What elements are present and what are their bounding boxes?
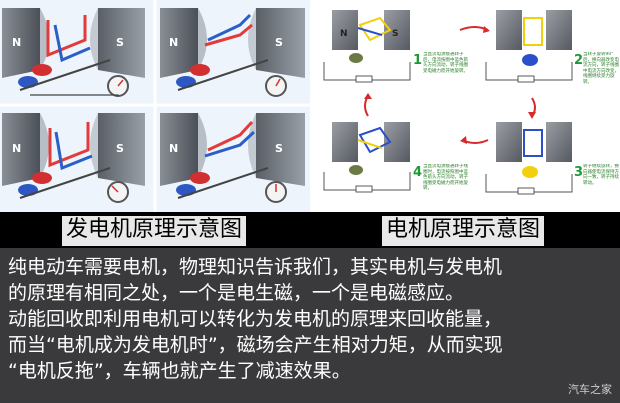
south-pole-label: S bbox=[275, 36, 283, 49]
slip-ring bbox=[190, 172, 210, 184]
north-magnet bbox=[332, 122, 358, 162]
coil bbox=[46, 15, 87, 58]
step-number: 1 bbox=[413, 53, 422, 68]
battery bbox=[517, 75, 535, 83]
north-pole-label: N bbox=[12, 142, 21, 155]
north-pole-label: N bbox=[340, 29, 348, 39]
generator-figure-4: N S bbox=[160, 113, 305, 203]
north-pole-label: N bbox=[169, 36, 178, 49]
coil bbox=[207, 120, 254, 152]
coil bbox=[358, 126, 392, 154]
step-description: 当直流电源接通转子线圈时，电流按照图中蓝色箭头方向流动，转子线圈受电磁力而开始旋… bbox=[423, 164, 468, 191]
south-magnet bbox=[256, 113, 305, 186]
motor-step-2: 2 当转子旋转90°后，换向器改变电流方向，转子线圈中电流方向改变，线圈继续受力… bbox=[485, 10, 619, 85]
north-magnet bbox=[332, 10, 358, 50]
north-magnet bbox=[160, 113, 198, 186]
coil bbox=[358, 16, 392, 42]
south-magnet bbox=[256, 8, 305, 78]
battery bbox=[355, 185, 373, 193]
motor-step-3: 3 转子继续旋转，换向器使电流保持方向一致，转子持续转动。 bbox=[485, 122, 619, 195]
cycle-arrows bbox=[364, 26, 536, 144]
explanation-text: 纯电动车需要电机，物理知识告诉我们，其实电机与发电机 的原理有相同之处，一个是电… bbox=[8, 254, 616, 384]
battery bbox=[517, 187, 535, 195]
motor-diagram-panel: N S 1 当直流电源接通转子后，电流按图中蓝色箭头方向流动，转子线圈受电磁力而… bbox=[310, 0, 620, 212]
generator-figure-1: N S bbox=[2, 8, 145, 97]
generator-diagram: N S N S bbox=[0, 0, 310, 212]
generator-caption: 发电机原理示意图 bbox=[62, 216, 247, 246]
slip-ring bbox=[32, 172, 52, 184]
north-pole-label: N bbox=[169, 142, 178, 155]
watermark: 汽车之家 bbox=[568, 383, 612, 396]
north-magnet bbox=[496, 122, 522, 162]
step-number: 2 bbox=[574, 53, 583, 68]
commutator bbox=[349, 53, 363, 63]
step-description: 当直流电源接通转子后，电流按图中蓝色箭头方向流动，转子线圈受电磁力而开始旋转。 bbox=[423, 52, 468, 74]
text-line: “电机反拖”，车辆也就产生了减速效果。 bbox=[8, 360, 351, 382]
text-line: 动能回收即利用电机可以转化为发电机的原理来回收能量， bbox=[8, 308, 503, 330]
south-pole-label: S bbox=[275, 142, 283, 155]
slip-ring bbox=[176, 76, 196, 88]
step-number: 3 bbox=[574, 165, 583, 180]
motor-step-4: 4 当直流电源接通转子线圈时，电流按照图中蓝色箭头方向流动，转子线圈受电磁力而开… bbox=[323, 122, 468, 193]
coil bbox=[523, 129, 543, 157]
south-magnet bbox=[546, 122, 572, 162]
step-description: 当转子旋转90°后，换向器改变电流方向，转子线圈中电流方向改变，线圈继续受力旋转… bbox=[583, 52, 619, 85]
motor-caption: 电机原理示意图 bbox=[382, 216, 545, 246]
north-pole-label: N bbox=[12, 36, 21, 49]
south-pole-label: S bbox=[116, 142, 124, 155]
coil bbox=[523, 17, 543, 46]
commutator bbox=[349, 165, 363, 175]
slip-ring bbox=[190, 64, 210, 76]
slip-ring bbox=[176, 184, 196, 196]
text-line: 纯电动车需要电机，物理知识告诉我们，其实电机与发电机 bbox=[8, 256, 503, 278]
slip-ring bbox=[18, 184, 38, 196]
motor-step-1: N S 1 当直流电源接通转子后，电流按图中蓝色箭头方向流动，转子线圈受电磁力而… bbox=[323, 10, 468, 83]
generator-figure-3: N S bbox=[2, 113, 145, 203]
generator-diagram-panel: N S N S bbox=[0, 0, 310, 212]
slip-ring bbox=[18, 76, 38, 88]
south-pole-label: S bbox=[116, 36, 124, 49]
commutator bbox=[522, 166, 538, 178]
north-magnet bbox=[160, 8, 198, 78]
step-description: 转子继续旋转，换向器使电流保持方向一致，转子持续转动。 bbox=[583, 164, 619, 186]
battery bbox=[355, 75, 373, 83]
south-pole-label: S bbox=[392, 29, 398, 39]
text-line: 的原理有相同之处，一个是电生磁，一个是电磁感应。 bbox=[8, 282, 465, 304]
coil bbox=[207, 13, 252, 42]
commutator bbox=[522, 54, 538, 66]
north-magnet bbox=[2, 8, 40, 78]
motor-diagram: N S 1 当直流电源接通转子后，电流按图中蓝色箭头方向流动，转子线圈受电磁力而… bbox=[323, 10, 619, 195]
north-magnet bbox=[2, 113, 40, 186]
generator-figure-2: N S bbox=[160, 8, 305, 97]
text-line: 而当“电机成为发电机时”，磁场会产生相对力矩，从而实现 bbox=[8, 334, 503, 356]
slip-ring bbox=[32, 64, 52, 76]
step-number: 4 bbox=[413, 165, 422, 180]
north-magnet bbox=[496, 10, 522, 50]
coil bbox=[48, 122, 90, 168]
south-magnet bbox=[546, 10, 572, 50]
